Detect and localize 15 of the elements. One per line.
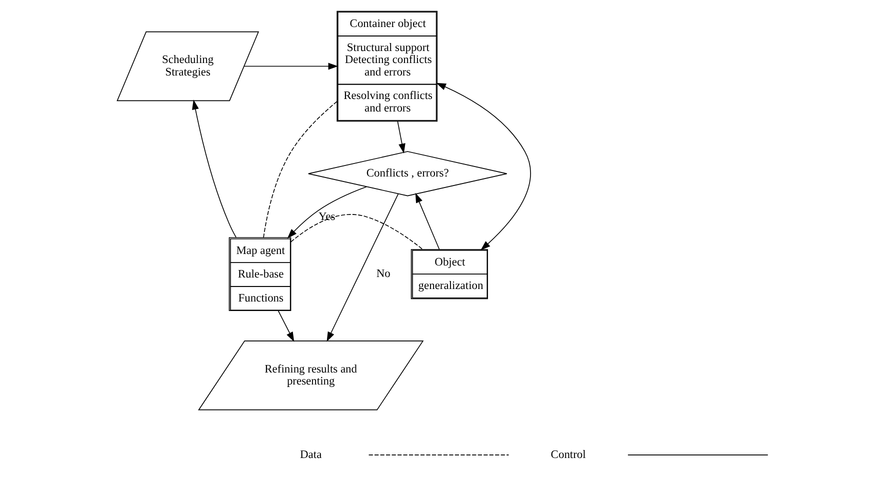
arrow	[415, 192, 440, 250]
arrow	[287, 186, 367, 239]
connector	[290, 214, 423, 250]
arrow	[436, 82, 531, 250]
legend-label: Control	[550, 448, 586, 461]
arrow	[244, 62, 338, 70]
edge-label: No	[376, 268, 390, 280]
arrow	[397, 120, 406, 154]
node-diamond: Conflicts , errors?	[308, 151, 508, 196]
arrow	[278, 310, 294, 342]
edge-label: Yes	[318, 210, 336, 223]
connector	[263, 101, 338, 238]
arrow	[326, 194, 399, 342]
legend-label: Data	[300, 448, 322, 461]
arrow	[192, 100, 236, 238]
